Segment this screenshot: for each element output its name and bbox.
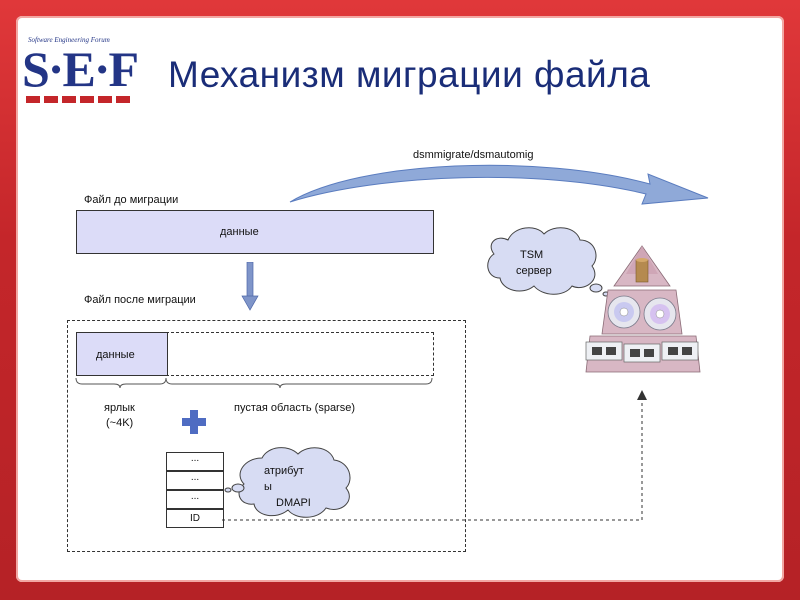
tsm-line1: TSM [520, 249, 544, 261]
attributes-cloud [224, 447, 351, 518]
plus-icon [182, 410, 206, 434]
attr-cell: ... [166, 452, 224, 471]
tsm-server-icon [585, 245, 701, 373]
curved-arrow-icon [289, 164, 709, 205]
id-to-server-connector [222, 390, 647, 521]
attr-cell: ... [166, 471, 224, 490]
before-heading: Файл до миграции [84, 194, 179, 206]
attributes-line1: атрибут [264, 465, 304, 477]
tsm-line2: сервер [516, 265, 552, 277]
attributes-line3: DMAPI [276, 497, 311, 509]
id-cell: ID [166, 509, 224, 528]
page-title: Механизм миграции файла [168, 54, 651, 95]
attr-cell: ... [166, 490, 224, 509]
after-heading: Файл после миграции [84, 294, 196, 306]
migration-command-label: dsmmigrate/dsmautomig [413, 149, 534, 161]
stub-size-label: (~4K) [106, 417, 134, 429]
logo-underline [26, 96, 130, 103]
logo-subtitle: Software Engineering Forum [28, 36, 110, 44]
after-data-label: данные [96, 349, 135, 361]
tsm-cloud [487, 227, 610, 297]
sparse-label: пустая область (sparse) [234, 402, 356, 414]
after-outer-frame [67, 320, 466, 552]
logo: S·E·F [22, 41, 139, 97]
sparse-brace [75, 377, 433, 389]
before-file-box [76, 210, 434, 254]
down-arrow-icon [241, 262, 259, 311]
attributes-line2: ы [264, 481, 272, 493]
before-data-label: данные [220, 226, 259, 238]
after-data-box [76, 332, 168, 376]
stub-label: ярлык [104, 402, 135, 414]
